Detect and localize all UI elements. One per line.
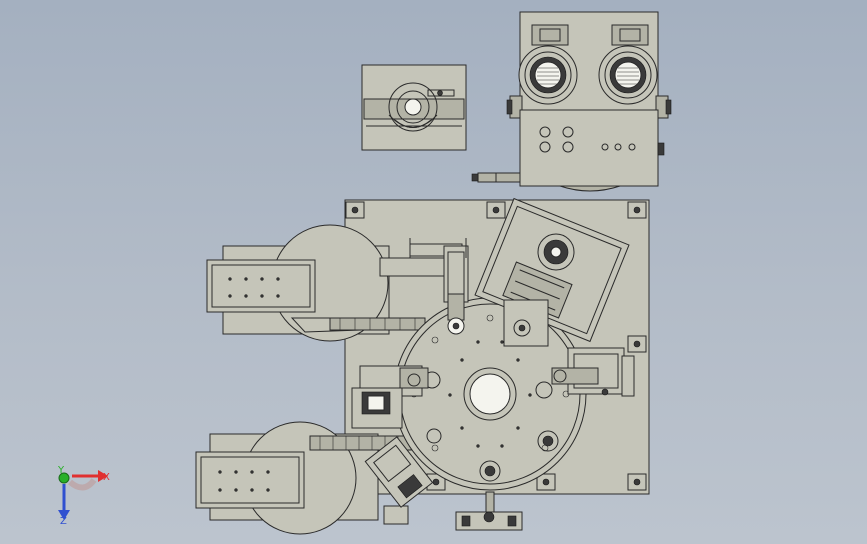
axis-z-label: Z bbox=[60, 516, 67, 527]
axis-y-label: Y bbox=[57, 465, 65, 476]
feeder-lower-left[interactable] bbox=[195, 421, 437, 535]
axis-x-label: X bbox=[103, 472, 110, 483]
discharge-unit[interactable] bbox=[455, 491, 523, 531]
gripper-station-top[interactable] bbox=[379, 238, 469, 335]
lower-station[interactable] bbox=[364, 428, 442, 508]
right-station[interactable] bbox=[551, 347, 635, 397]
orientation-triad: X Y Z bbox=[57, 465, 110, 527]
left-station[interactable] bbox=[351, 365, 429, 429]
feeder-upper-left[interactable] bbox=[206, 224, 426, 342]
motor-unit[interactable] bbox=[471, 11, 672, 192]
detail-view[interactable] bbox=[361, 64, 467, 151]
gear-station[interactable] bbox=[474, 197, 630, 347]
